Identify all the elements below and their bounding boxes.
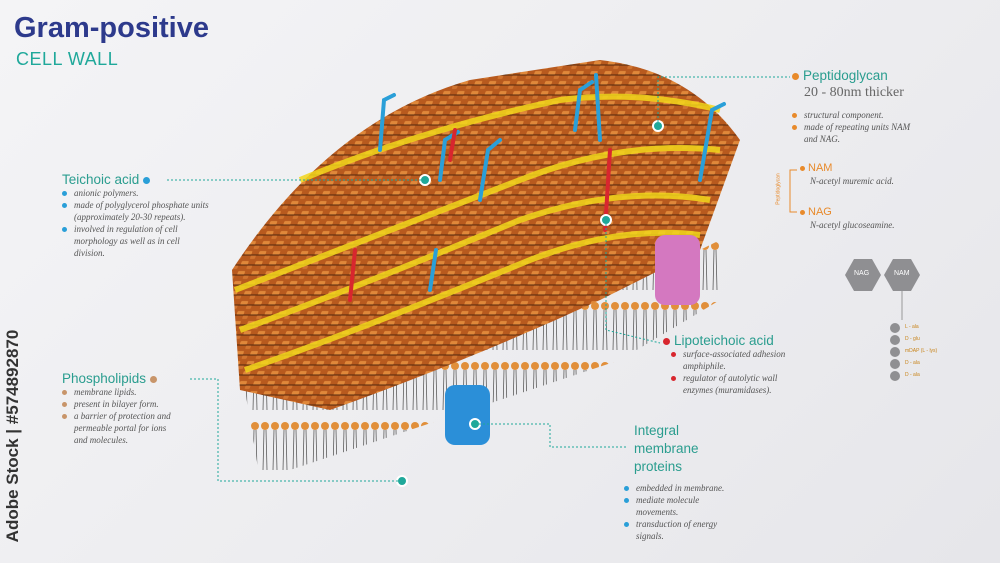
- phospholipids-heading: Phospholipids: [62, 371, 147, 386]
- nam-hexagon: [884, 259, 920, 291]
- lipoteichoic-heading: Lipoteichoic acid: [674, 333, 774, 348]
- teichoic-item: morphology as well as in cell: [74, 236, 180, 246]
- nag-stripes: [233, 93, 721, 373]
- teichoic-item: involved in regulation of cell: [62, 223, 262, 235]
- teichoic-item: division.: [74, 248, 105, 258]
- integral-proteins-panel: Integral membrane proteins embedded in m…: [624, 422, 814, 542]
- nam-description: N-acetyl muremic acid.: [810, 176, 894, 186]
- integral-protein-blue: [445, 385, 490, 445]
- phospholipids-item: a barrier of protection and: [62, 410, 262, 422]
- integral-heading: Integral membrane proteins: [634, 423, 699, 474]
- amino-label-4: D - ala: [905, 360, 920, 366]
- integral-item: mediate molecule: [624, 494, 814, 506]
- teichoic-item: anionic polymers.: [62, 187, 262, 199]
- teichoic-dot: [143, 176, 151, 184]
- teichoic-heading: Teichoic acid: [62, 172, 140, 187]
- lipoteichoic-item: surface-associated adhesion: [671, 348, 863, 360]
- nag-heading: NAG: [808, 206, 832, 218]
- lipoteichoic-dot: [663, 337, 670, 345]
- integral-item: movements.: [636, 507, 679, 517]
- phospholipids-panel: Phospholipids membrane lipids. present i…: [62, 371, 262, 446]
- lipoteichoic-item: enzymes (muramidases).: [683, 385, 772, 395]
- nam-dot: [800, 165, 805, 171]
- phospholipids-item: permeable portal for ions: [74, 423, 167, 433]
- nam-heading: NAM: [808, 162, 833, 174]
- teichoic-item: (approximately 20-30 repeats).: [74, 212, 186, 222]
- nam-block: NAM N-acetyl muremic acid.: [800, 162, 990, 186]
- amino-label-5: D - ala: [905, 372, 920, 378]
- peptidoglycan-item: structural component.: [792, 109, 992, 121]
- hex-label-nag: NAG: [854, 270, 870, 277]
- phospholipids-item: and molecules.: [74, 435, 128, 445]
- page-subtitle: CELL WALL: [16, 49, 119, 69]
- hex-label-nam: NAM: [894, 270, 910, 277]
- phospholipids-item: present in bilayer form.: [62, 398, 262, 410]
- nag-hexagon: [845, 259, 881, 291]
- amino-chain-beads: [890, 323, 900, 381]
- phospholipids-item: membrane lipids.: [62, 386, 262, 398]
- teichoic-acid-strands: [348, 73, 726, 302]
- amino-label-2: D - glu: [905, 336, 920, 342]
- peptidoglycan-panel: Peptidoglycan 20 - 80nm thicker structur…: [792, 68, 992, 145]
- nag-dot: [800, 209, 805, 215]
- phospholipids-dot: [150, 375, 158, 383]
- teichoic-acid-panel: Teichoic acid anionic polymers. made of …: [62, 172, 262, 259]
- amino-label-1: L - ala: [905, 324, 919, 330]
- lipoteichoic-item: regulator of autolytic wall: [671, 372, 863, 384]
- nag-block: NAG N-acetyl glucoseamine.: [800, 206, 990, 230]
- peptidoglycan-heading: Peptidoglycan: [803, 68, 888, 83]
- nam-nag-bracket: [789, 169, 797, 213]
- peptidoglycan-vertical-label: Peptidoglycan: [775, 173, 782, 205]
- page-title: Gram-positive: [14, 12, 209, 44]
- peptidoglycan-item: and NAG.: [804, 134, 840, 144]
- peptidoglycan-note: 20 - 80nm thicker: [804, 85, 904, 100]
- peptidoglycan-dot: [792, 72, 799, 80]
- lipoteichoic-panel: Lipoteichoic acid surface-associated adh…: [663, 333, 863, 396]
- integral-item: embedded in membrane.: [624, 482, 814, 494]
- lipoteichoic-item: amphiphile.: [683, 361, 726, 371]
- nag-description: N-acetyl glucoseamine.: [810, 220, 895, 230]
- peptidoglycan-item: made of repeating units NAM: [792, 121, 992, 133]
- integral-item: transduction of energy: [624, 518, 814, 530]
- lipoteichoic-protein-pink: [655, 235, 700, 305]
- nag-nam-hexagons: [845, 259, 920, 320]
- integral-item: signals.: [636, 531, 664, 541]
- leader-lines: [165, 76, 790, 482]
- amino-label-3: mDAP (L - lys): [905, 348, 938, 354]
- teichoic-item: made of polyglycerol phosphate units: [62, 199, 262, 211]
